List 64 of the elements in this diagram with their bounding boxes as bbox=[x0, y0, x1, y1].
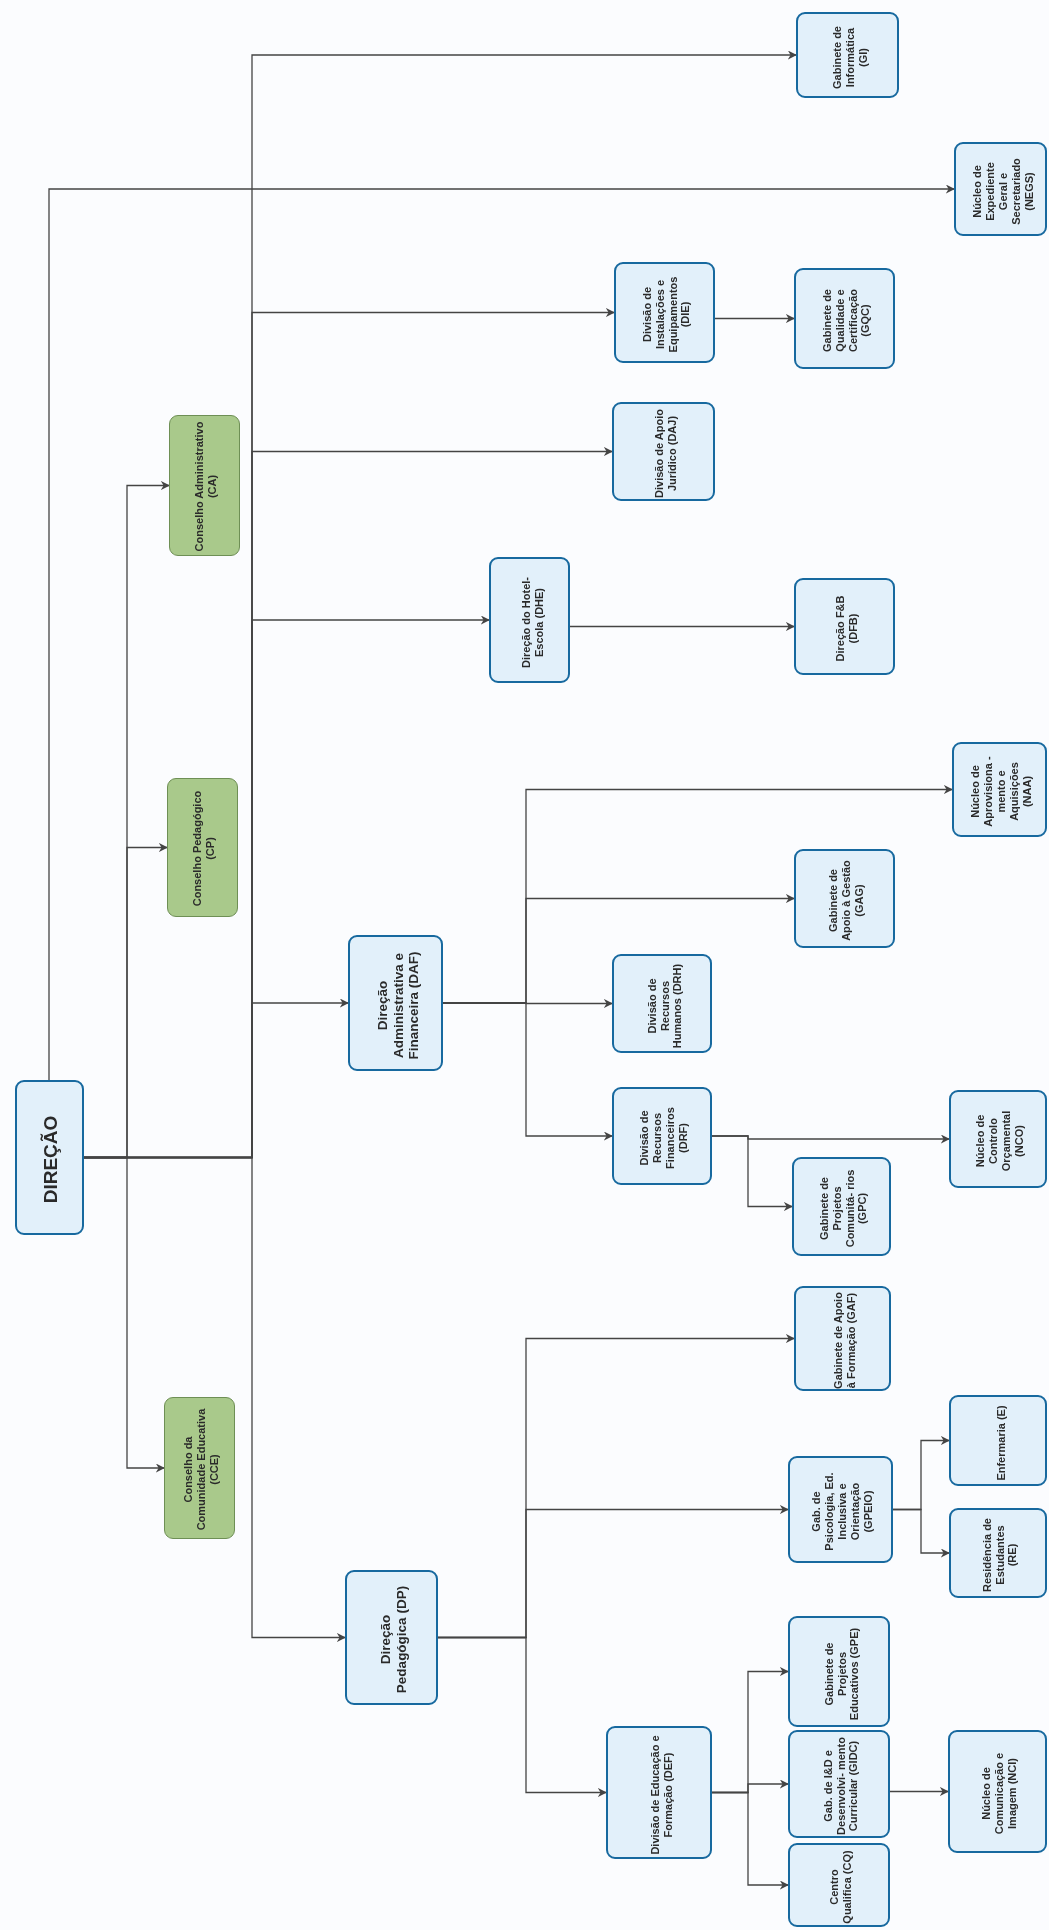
unit-name: Enfermaria (E) bbox=[992, 1403, 1008, 1483]
unit-name: Divisão de Recursos Financeiros (DRF) bbox=[637, 1106, 690, 1171]
unit-name: Direção Administrativa e Financeira (DAF) bbox=[372, 950, 422, 1061]
unit-name: Gabinete de Apoio à Formação (GAF) bbox=[830, 1291, 858, 1391]
org-unit-box bbox=[788, 1616, 890, 1727]
unit-name: Gabinete de Qualidade e Certificação (GQC) bbox=[819, 288, 873, 354]
org-unit-box bbox=[614, 262, 715, 363]
unit-name: Gabinete de Projetos Comunitá- rios (GPC) bbox=[816, 1168, 870, 1250]
connector-arrow bbox=[437, 1334, 795, 1639]
unit-name: Gabinete de Informática (GI) bbox=[829, 24, 870, 91]
org-unit-box bbox=[15, 1080, 84, 1235]
unit-name: Direção do Hotel-Escola (DHE) bbox=[517, 575, 546, 670]
org-unit-box bbox=[612, 402, 715, 501]
org-unit-box bbox=[345, 1570, 438, 1705]
org-unit-box bbox=[612, 954, 712, 1053]
unit-name: Divisão de Instalações e Equipamentos (DIE) bbox=[639, 275, 693, 355]
org-unit-box bbox=[948, 1730, 1047, 1853]
org-unit-box bbox=[794, 849, 895, 948]
org-unit-box bbox=[788, 1456, 893, 1563]
unit-name: Gabinete de Apoio à Gestão (GAG) bbox=[826, 859, 866, 943]
unit-name: Núcleo de Expediente Geral e Secretariado (NEGS) bbox=[969, 156, 1036, 227]
org-unit-box bbox=[952, 742, 1047, 837]
unit-name: Gabinete de Projetos Educativos (GPE) bbox=[820, 1626, 861, 1722]
connector-arrow bbox=[892, 1436, 950, 1511]
unit-name: Direção Pedagógica (DP) bbox=[376, 1584, 410, 1696]
council-box bbox=[169, 415, 240, 556]
connector-arrow bbox=[569, 622, 795, 631]
unit-name: DIREÇÃO bbox=[39, 1114, 63, 1206]
unit-name: Divisão de Apoio Jurídico (DAJ) bbox=[651, 408, 679, 500]
council-box bbox=[164, 1397, 235, 1539]
connector-arrow bbox=[889, 1787, 949, 1796]
org-unit-box bbox=[612, 1087, 712, 1185]
unit-name: Conselho Pedagógico (CP) bbox=[189, 789, 217, 909]
org-unit-box bbox=[606, 1726, 712, 1859]
unit-name: Núcleo de Controlo Orçamental (NCO) bbox=[973, 1109, 1026, 1174]
org-unit-box bbox=[949, 1395, 1047, 1486]
unit-name: Centro Qualifica (CQ) bbox=[827, 1849, 854, 1926]
org-unit-box bbox=[796, 12, 899, 98]
org-unit-box bbox=[794, 1286, 891, 1391]
unit-name: Núcleo de Aprovisiona -mento e Aquisições (NAA) bbox=[968, 755, 1034, 829]
org-unit-box bbox=[949, 1508, 1047, 1598]
unit-name: Conselho Administrativo (CA) bbox=[191, 420, 219, 554]
org-unit-box bbox=[792, 1157, 891, 1256]
unit-name: Gab. de I&D e Desenvolvi- mento Curricular (GIDC) bbox=[820, 1736, 861, 1837]
unit-name: Direção F&B (DFB) bbox=[832, 594, 860, 664]
org-unit-box bbox=[348, 935, 443, 1071]
unit-name: Gab. de Psicologia, Ed. Inclusiva e Orientação (GPEIO) bbox=[809, 1471, 875, 1553]
org-unit-box bbox=[949, 1090, 1047, 1188]
connector-arrow bbox=[48, 184, 955, 1081]
org-unit-box bbox=[794, 578, 895, 675]
council-box bbox=[167, 778, 238, 917]
org-unit-box bbox=[954, 142, 1047, 236]
org-unit-box bbox=[788, 1730, 890, 1838]
connector-arrow bbox=[714, 314, 795, 323]
org-unit-box bbox=[794, 268, 895, 369]
connector-arrow bbox=[711, 1667, 789, 1794]
org-unit-box bbox=[788, 1843, 890, 1927]
org-unit-box bbox=[489, 557, 570, 683]
unit-name: Divisão de Recursos Humanos (DRH) bbox=[643, 962, 684, 1050]
connector-arrow bbox=[711, 1135, 793, 1211]
unit-name: Núcleo de Comunicação e Imagem (NCI) bbox=[979, 1751, 1019, 1837]
unit-name: Divisão de Educação e Formação (DEF) bbox=[647, 1733, 675, 1857]
unit-name: Conselho da Comunidade Educativa (CCE) bbox=[180, 1407, 221, 1532]
unit-name: Residência de Estudantes (RE) bbox=[979, 1517, 1020, 1594]
